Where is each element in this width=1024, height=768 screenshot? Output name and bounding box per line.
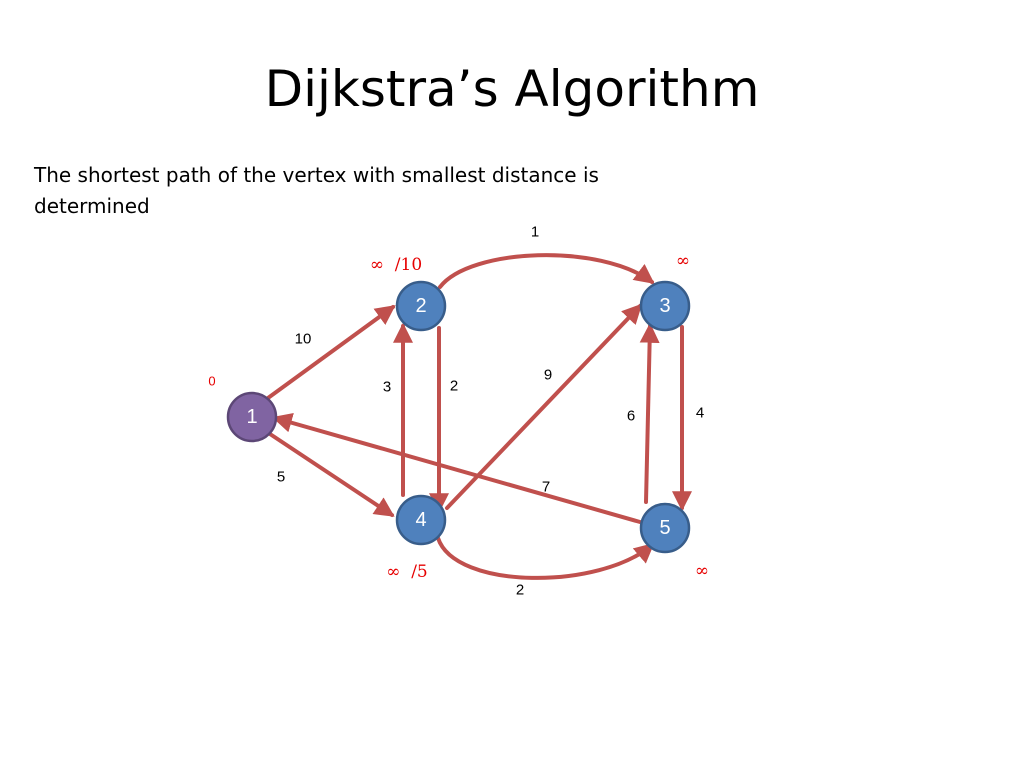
edge-1-2	[266, 305, 396, 400]
node-4-label: 4	[415, 509, 426, 531]
node-2: 2	[395, 280, 447, 332]
weight-4-2: 3	[383, 379, 391, 396]
slide-subtitle: The shortest path of the vertex with sma…	[34, 163, 599, 218]
weight-5-1: 7	[542, 479, 550, 496]
weight-3-5: 4	[696, 405, 704, 422]
node-4: 4	[395, 494, 447, 546]
distance-node-5: ∞	[695, 561, 709, 581]
node-2-circle	[395, 280, 447, 332]
edge-2-3	[438, 253, 655, 289]
node-3: 3	[639, 280, 691, 332]
node-5: 5	[639, 502, 691, 554]
node-2-label: 2	[415, 295, 426, 317]
node-1-circle	[226, 391, 278, 443]
distance-node-1: 0	[208, 374, 215, 389]
distance-node-4: ∞ /5	[386, 562, 428, 582]
edge-5-3	[639, 322, 660, 504]
edge-1-4	[268, 432, 395, 517]
node-3-circle	[639, 280, 691, 332]
node-1: 1	[226, 391, 278, 443]
slide-title: Dijkstra’s Algorithm	[264, 60, 760, 118]
node-4-circle	[395, 494, 447, 546]
weight-4-3: 9	[544, 367, 552, 384]
node-1-label: 1	[246, 406, 257, 428]
edge-5-1	[271, 412, 642, 524]
node-5-circle	[639, 502, 691, 554]
edge-4-5	[436, 536, 655, 580]
node-3-label: 3	[659, 295, 670, 317]
weight-1-2: 10	[295, 331, 312, 348]
weight-1-4: 5	[277, 469, 285, 486]
weight-4-5: 2	[516, 582, 524, 599]
distance-node-2: ∞ /10	[370, 255, 422, 275]
node-5-label: 5	[659, 517, 670, 539]
weight-2-3: 1	[531, 224, 539, 241]
weight-2-4: 2	[450, 378, 458, 395]
distance-node-3: ∞	[676, 251, 690, 271]
weight-5-3: 6	[627, 408, 635, 425]
